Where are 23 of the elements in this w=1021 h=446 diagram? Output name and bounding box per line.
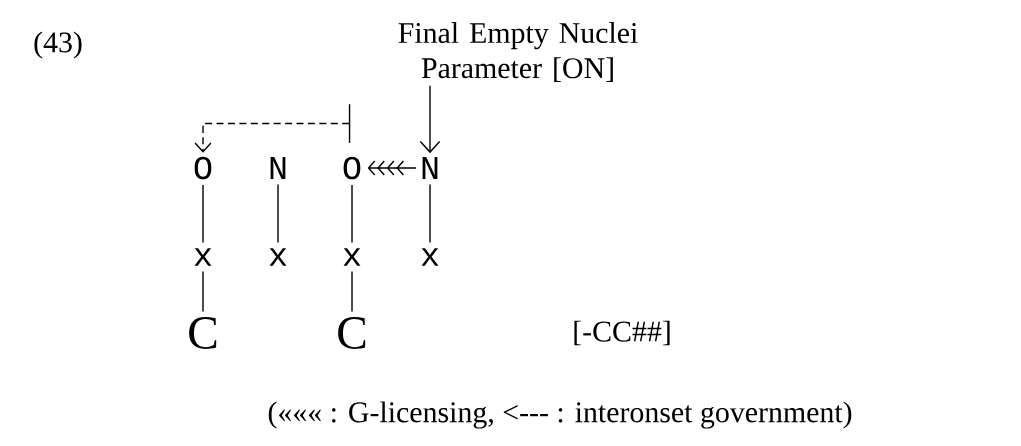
caption-text: (««« : G-licensing, <--- : interonset government) (268, 401, 852, 429)
skeleton-symbol: O (343, 156, 361, 180)
skeleton-symbol: N (270, 157, 286, 179)
segment-symbol: C (338, 317, 366, 349)
association-line (351, 270, 353, 313)
example-number: (43) (34, 31, 82, 59)
skeleton-symbol: N (422, 157, 438, 179)
timing-slot: x (343, 248, 361, 266)
association-line (429, 183, 431, 244)
segment-symbol: C (189, 317, 217, 349)
government-arrow (194, 103, 351, 153)
association-line (277, 183, 279, 244)
timing-slot: x (421, 248, 439, 266)
timing-slot: x (269, 248, 287, 266)
timing-slot: x (194, 248, 212, 266)
association-line (351, 184, 353, 244)
skeleton-symbol: O (194, 156, 212, 180)
context-label: [-CC##] (574, 320, 670, 346)
association-line (202, 270, 204, 313)
licensing-chevrons (367, 160, 417, 176)
pointer-arrow (419, 85, 441, 154)
association-line (202, 184, 204, 244)
annotation-text: Final Empty Nuclei Parameter [ON] (398, 22, 638, 82)
